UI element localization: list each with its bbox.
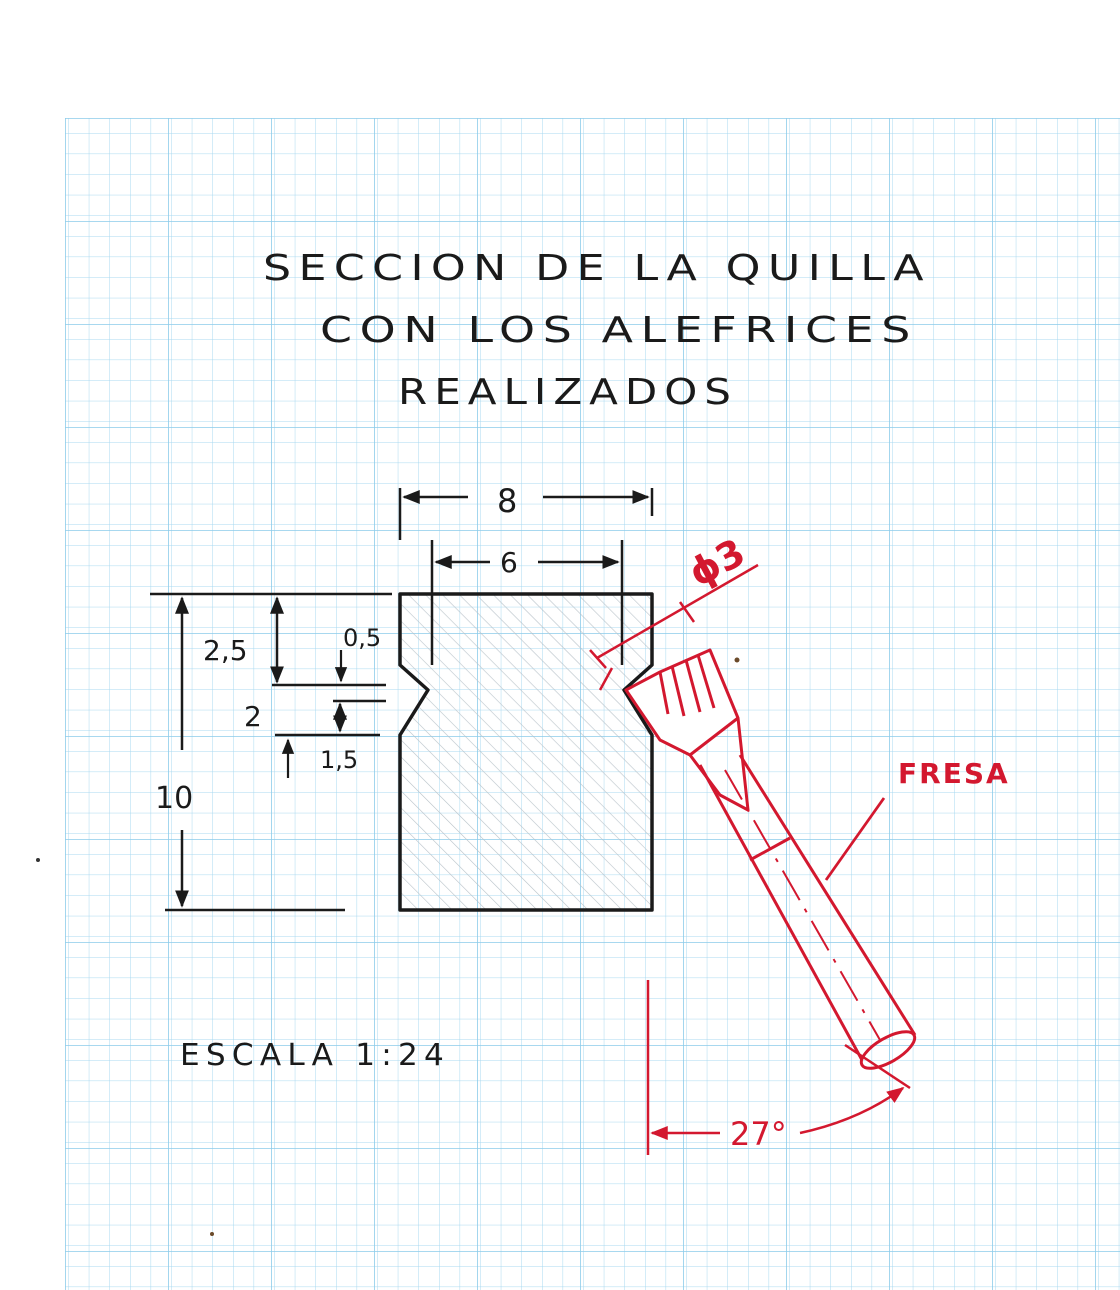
dimension-total-height: [150, 592, 392, 912]
title-line-3: REALIZADOS: [398, 372, 738, 413]
dimension-top-width-label: 8: [497, 482, 517, 520]
fresa-leader: [824, 797, 886, 881]
dimension-inner-width-label: 6: [500, 546, 518, 579]
scale-note: ESCALA 1:24: [180, 1038, 450, 1073]
tool-diameter-dimension: [589, 563, 759, 691]
keel-section-outline: [398, 592, 654, 912]
dimension-depth-top: [270, 596, 386, 687]
dimension-top-width: [398, 488, 654, 540]
cutter-tool: [624, 648, 917, 1070]
ink-dot: [734, 657, 740, 663]
dimension-notch-height: [275, 699, 386, 737]
dimension-total-height-label: 10: [155, 781, 193, 816]
dimension-notch-height-label: 2: [244, 700, 262, 733]
title-line-1: SECCION DE LA QUILLA: [263, 248, 931, 289]
dimension-notch-depth-label: 0,5: [343, 624, 381, 652]
keel-section-hatch: [400, 594, 652, 910]
dimension-notch-bottom-label: 1,5: [320, 746, 358, 774]
fresa-label: FRESA: [898, 757, 1010, 790]
dimension-depth-top-label: 2,5: [203, 634, 248, 667]
title-line-2: CON LOS ALEFRICES: [320, 310, 918, 351]
ink-dot: [36, 858, 40, 862]
ink-dot: [210, 1232, 214, 1236]
angle-label: 27°: [730, 1115, 787, 1153]
angle-dimension: [646, 980, 911, 1155]
